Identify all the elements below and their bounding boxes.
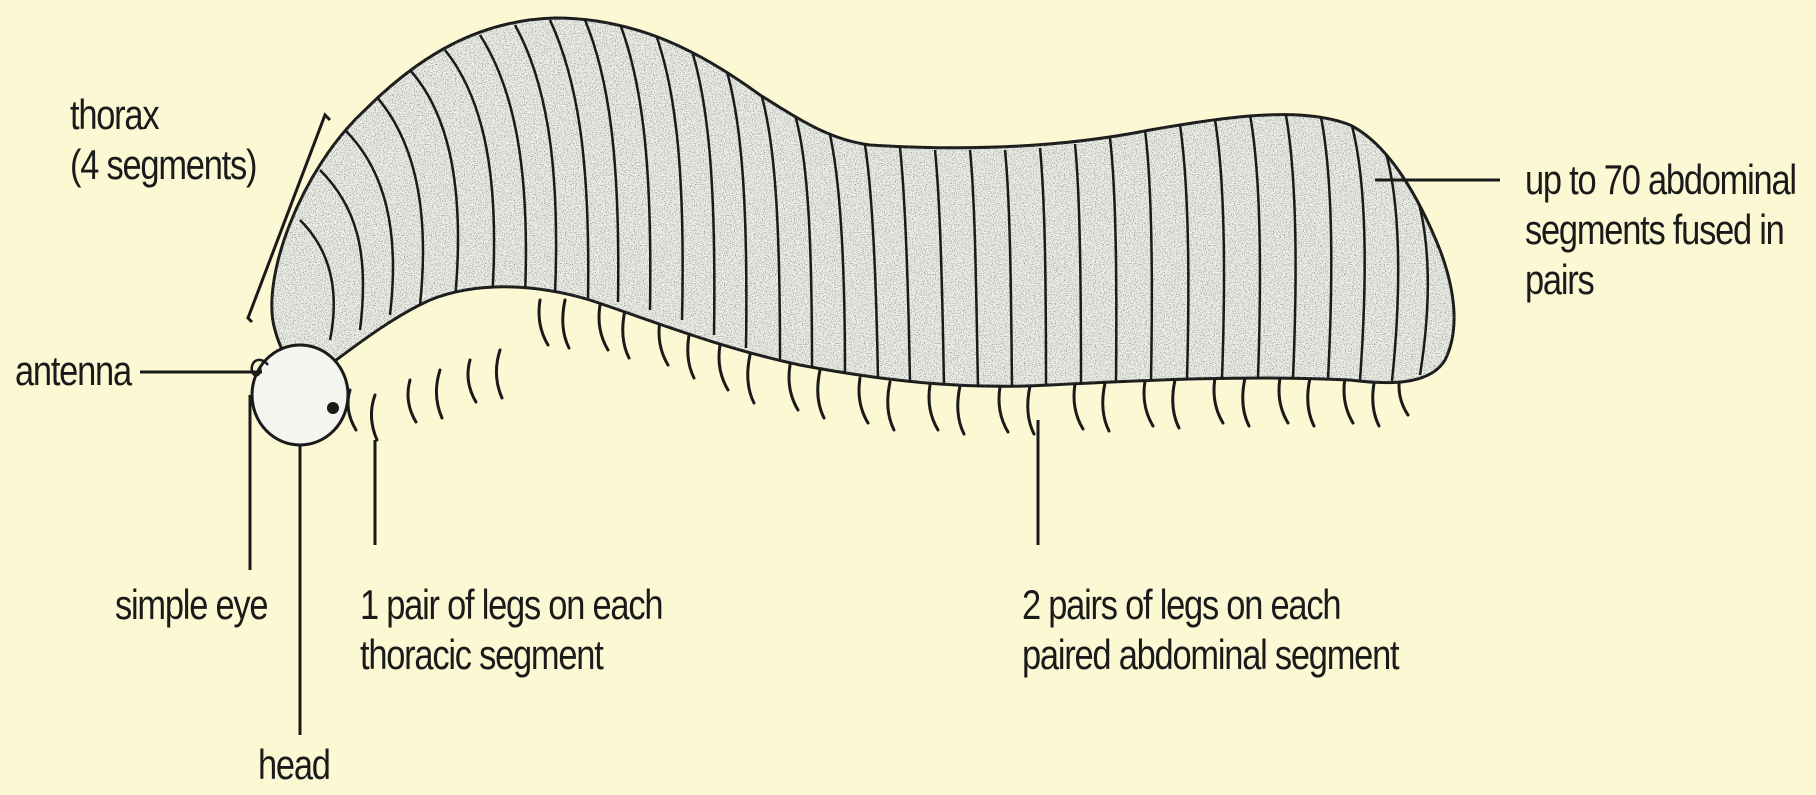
abdominal-segments-label-line1: up to 70 abdominal xyxy=(1525,155,1796,205)
antenna-label: antenna xyxy=(15,346,131,396)
thorax-label-line2: (4 segments) xyxy=(70,140,256,190)
abdominal-legs-label-line2: paired abdominal segment xyxy=(1022,630,1398,680)
abdominal-segments-label: up to 70 abdominal segments fused in pai… xyxy=(1525,155,1796,305)
thoracic-legs-label-line1: 1 pair of legs on each xyxy=(360,580,662,630)
millipede-head xyxy=(252,345,348,445)
thorax-label-line1: thorax xyxy=(70,90,256,140)
simple-eye xyxy=(327,402,339,414)
abdominal-legs-label-line1: 2 pairs of legs on each xyxy=(1022,580,1398,630)
abdominal-legs-label: 2 pairs of legs on each paired abdominal… xyxy=(1022,580,1398,680)
thoracic-legs-label-line2: thoracic segment xyxy=(360,630,662,680)
abdominal-segments-label-line2: segments fused in xyxy=(1525,205,1796,255)
thoracic-legs-label: 1 pair of legs on each thoracic segment xyxy=(360,580,662,680)
abdominal-segments-label-line3: pairs xyxy=(1525,255,1796,305)
thorax-label: thorax (4 segments) xyxy=(70,90,256,190)
simple-eye-label: simple eye xyxy=(115,580,267,630)
head-label: head xyxy=(258,740,330,790)
